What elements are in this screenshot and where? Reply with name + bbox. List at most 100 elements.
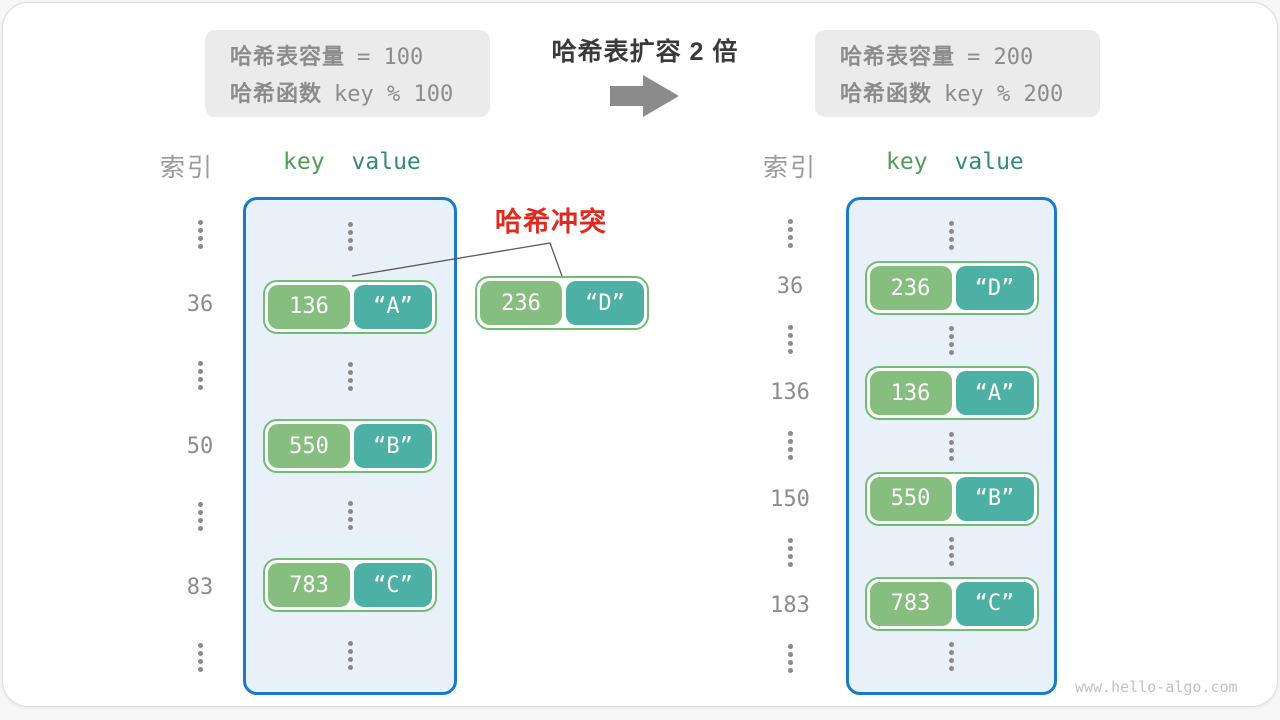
vertical-ellipsis-icon [787,643,793,673]
capacity-value: = 100 [357,45,424,70]
value-box: “D” [566,281,644,325]
index-column-header-right: 索引 [763,154,818,182]
capacity-info-box-before: 哈希表容量 = 100 哈希函数 key % 100 [205,30,490,117]
key-box: 236 [869,266,952,311]
key-header: key [283,149,325,175]
key-value-pair: 550 “B” [263,419,437,474]
value-box: “C” [955,581,1034,626]
index-column: 36 136 150 183 [760,197,820,695]
value-box: “B” [354,424,432,469]
vertical-ellipsis-icon [949,536,954,566]
value-box: “D” [955,266,1034,311]
table-row: 36 [760,260,820,313]
table-row: 83 [170,552,230,623]
vertical-ellipsis-icon [197,219,203,249]
vertical-ellipsis-icon [949,221,954,251]
table-row [170,340,230,411]
key-box: 136 [869,371,952,416]
capacity-line: 哈希表容量 = 200 [840,39,1100,71]
value-header: value [954,149,1024,175]
colliding-key-value-pair: 236 “D” [475,276,649,330]
value-header: value [351,149,421,175]
bucket-array: 136 “A” 550 “B” 783 “C” [243,197,457,695]
vertical-ellipsis-icon [787,325,793,355]
hash-table-after: 36 136 150 183 236 “D” 136 “A” 550 “B” 783 … [760,197,1057,695]
key-box: 783 [869,581,952,626]
index-label: 50 [186,433,214,459]
key-value-pair: 136 “A” [263,279,437,334]
vertical-ellipsis-icon [949,431,954,461]
vertical-ellipsis-icon [197,643,203,673]
vertical-ellipsis-icon [787,431,793,461]
value-box: “B” [955,476,1034,521]
table-row [170,481,230,552]
key-value-pair: 550 “B” [864,471,1039,526]
table-row [170,199,230,270]
index-label: 150 [770,486,810,512]
bucket-array: 236 “D” 136 “A” 550 “B” 783 “C” [846,197,1057,695]
vertical-ellipsis-icon [347,640,353,670]
table-row [849,210,1054,261]
capacity-line: 哈希表容量 = 100 [230,39,490,71]
index-column: 36 50 83 [170,197,230,695]
table-row [760,207,820,260]
table-row: 236 “D” [849,261,1054,316]
table-row [246,481,454,551]
key-value-pair: 783 “C” [864,576,1039,631]
table-row: 783 “C” [246,551,454,621]
hash-function-label: 哈希函数 [230,81,323,106]
index-label: 36 [186,292,214,318]
table-row: 183 [760,579,820,632]
table-row: 50 [170,411,230,482]
table-row [760,632,820,685]
value-box: “A” [354,284,432,329]
key-header: key [886,149,928,175]
table-row: 36 [170,270,230,341]
table-row [246,202,454,272]
figure-card [2,2,1278,707]
key-box: 550 [869,476,952,521]
vertical-ellipsis-icon [197,502,203,532]
table-row [849,631,1054,682]
key-value-pair: 236 “D” [864,261,1039,316]
table-row [760,419,820,472]
table-row: 136 “A” [849,366,1054,421]
key-box: 783 [268,563,350,608]
vertical-ellipsis-icon [347,361,353,391]
vertical-ellipsis-icon [347,222,353,252]
table-row: 150 [760,473,820,526]
hash-function-value: key % 200 [944,82,1064,107]
value-box: “C” [354,563,432,608]
table-row [246,341,454,411]
table-row: 783 “C” [849,576,1054,631]
table-row [849,315,1054,366]
index-label: 36 [776,274,804,300]
vertical-ellipsis-icon [787,537,793,567]
vertical-ellipsis-icon [949,326,954,356]
vertical-ellipsis-icon [787,219,793,249]
key-value-pair: 136 “A” [864,366,1039,421]
index-label: 136 [770,380,810,406]
table-row [170,622,230,693]
vertical-ellipsis-icon [949,641,954,671]
key-box: 550 [268,424,350,469]
table-row [849,420,1054,471]
capacity-label: 哈希表容量 [840,44,956,69]
key-box: 236 [480,281,562,325]
vertical-ellipsis-icon [197,360,203,390]
watermark: www.hello-algo.com [1075,678,1238,696]
hash-function-label: 哈希函数 [840,81,933,106]
collision-label: 哈希冲突 [495,207,607,237]
hash-function-value: key % 100 [334,82,454,107]
capacity-value: = 200 [967,45,1034,70]
table-row: 136 [760,366,820,419]
capacity-info-box-after: 哈希表容量 = 200 哈希函数 key % 200 [815,30,1100,117]
key-value-header-left: key value [283,149,421,175]
key-value-header-right: key value [886,149,1024,175]
vertical-ellipsis-icon [347,501,353,531]
capacity-label: 哈希表容量 [230,44,346,69]
index-column-header-left: 索引 [160,154,215,182]
table-row [849,526,1054,577]
value-box: “A” [955,371,1034,416]
hash-function-line: 哈希函数 key % 200 [840,76,1100,108]
